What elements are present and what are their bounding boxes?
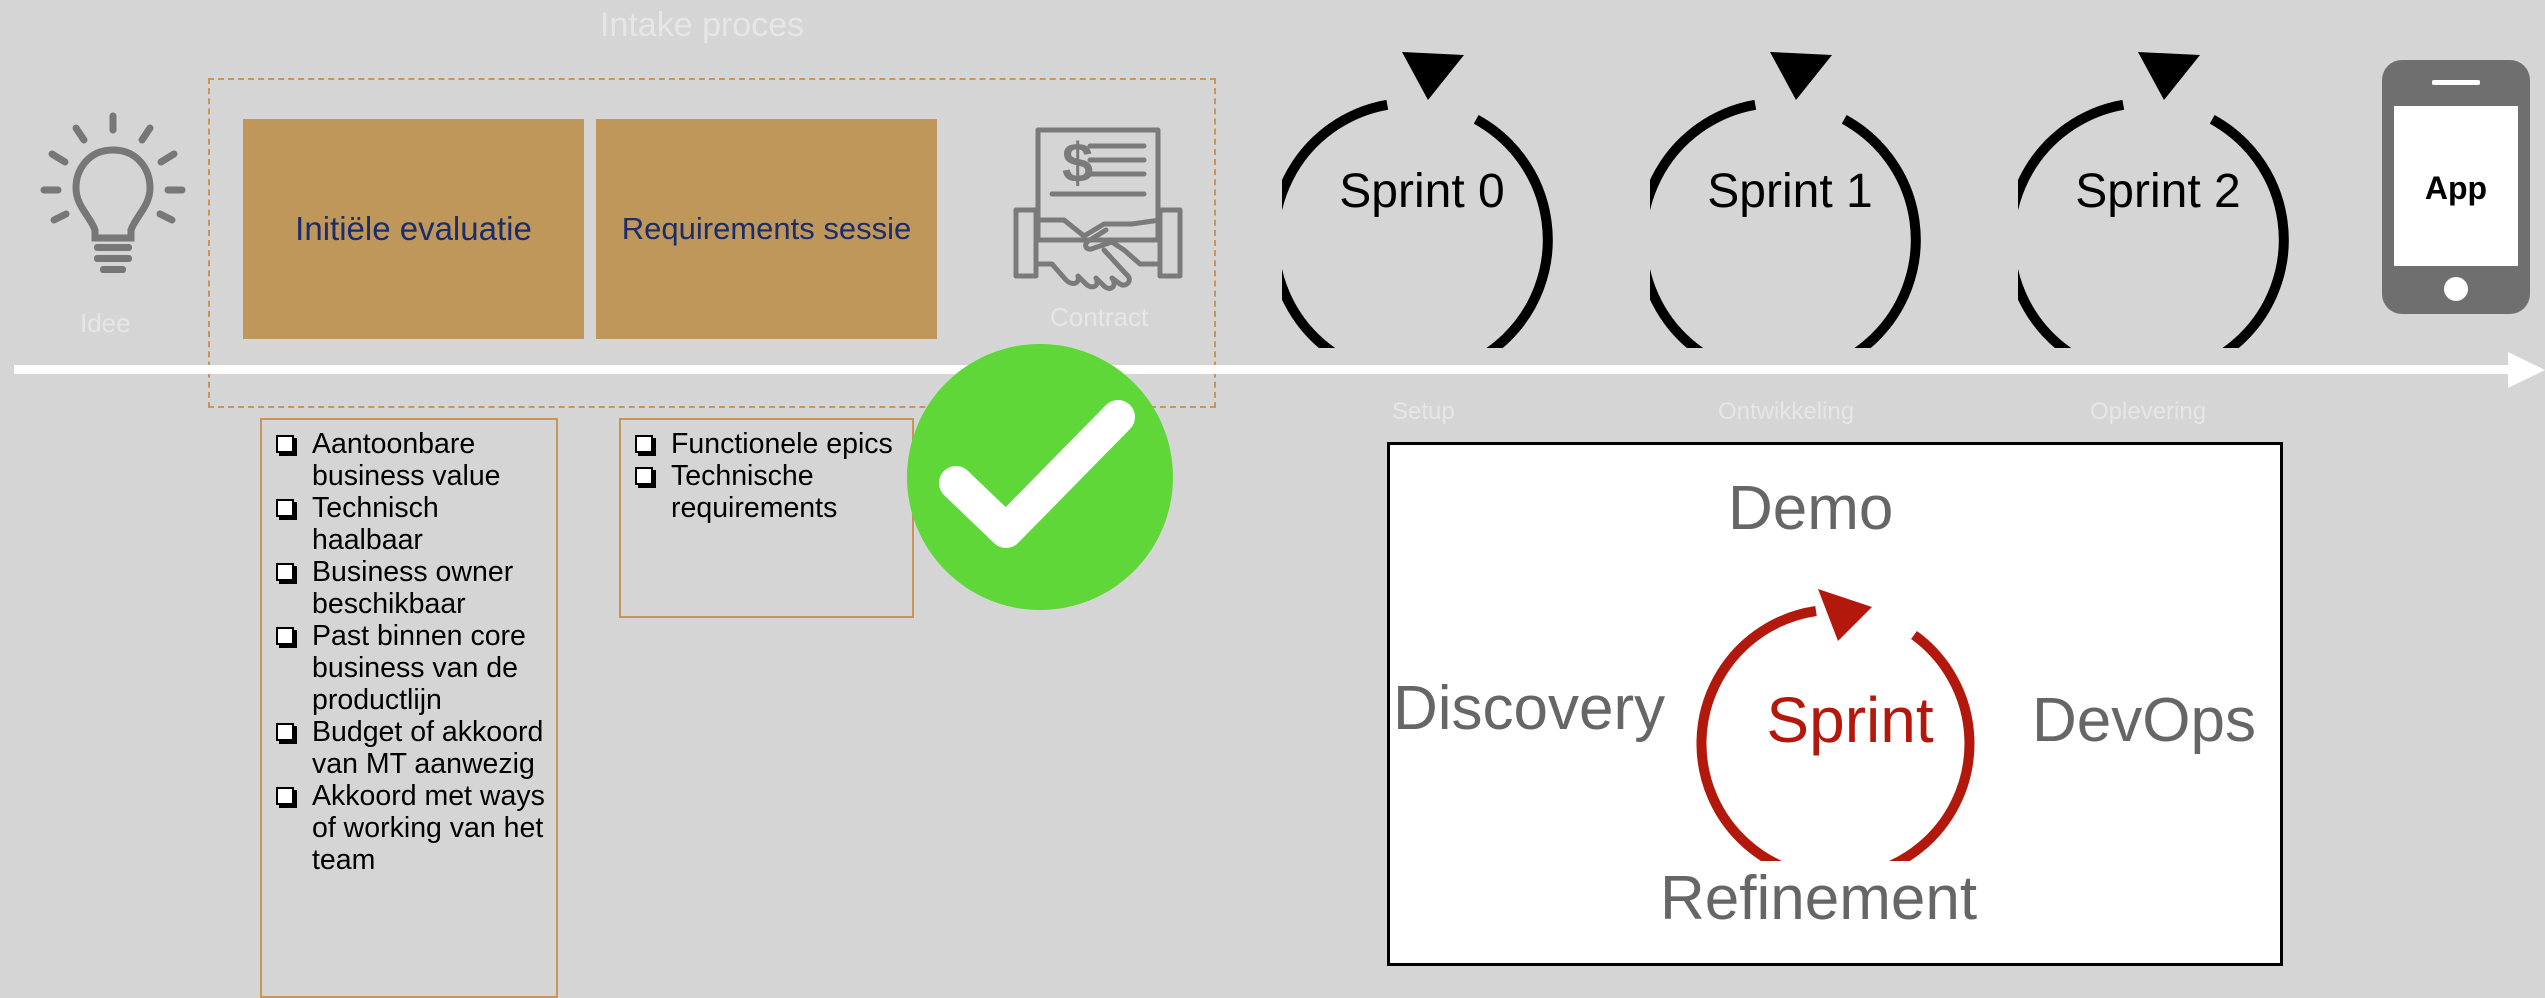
checklist-requirements-sessie: Functionele epics Technische requirement… bbox=[619, 418, 914, 618]
idea-label: Idee bbox=[80, 308, 131, 338]
list-item: Technische requirements bbox=[635, 460, 906, 524]
cycle-step-refinement: Refinement bbox=[1660, 864, 1978, 933]
intake-group-frame bbox=[208, 78, 1216, 408]
timeline-arrow bbox=[14, 352, 2545, 388]
app-label: App bbox=[2424, 170, 2488, 206]
list-item: Technisch haalbaar bbox=[276, 492, 550, 556]
sprint-0-label: Sprint 0 bbox=[1339, 165, 1505, 218]
sprint-2-label: Sprint 2 bbox=[2075, 165, 2241, 218]
checkbox-icon bbox=[635, 435, 653, 453]
lightbulb-icon bbox=[40, 112, 186, 273]
page-title: Intake proces bbox=[600, 6, 805, 44]
list-item: Aantoonbare business value bbox=[276, 428, 550, 492]
contract-label: Contract bbox=[1050, 302, 1149, 332]
cycle-step-discovery: Discovery bbox=[1393, 674, 1666, 743]
cycle-step-devops: DevOps bbox=[2032, 686, 2256, 755]
sprint-cycle-panel: Demo Discovery DevOps Refinement Sprint bbox=[1387, 442, 2283, 966]
checkbox-icon bbox=[276, 499, 294, 517]
checkbox-icon bbox=[276, 435, 294, 453]
list-item: Akkoord met ways of working van het team bbox=[276, 780, 550, 876]
list-item: Business owner beschikbaar bbox=[276, 556, 550, 620]
list-item: Budget of akkoord van MT aanwezig bbox=[276, 716, 550, 780]
sprint-cycle-icon bbox=[1282, 52, 1553, 348]
checkbox-icon bbox=[276, 627, 294, 645]
sprint-0-caption: Setup bbox=[1392, 398, 1455, 425]
checklist-initiele-evaluatie: Aantoonbare business value Technisch haa… bbox=[260, 418, 558, 998]
checkmark-icon bbox=[907, 344, 1173, 610]
cycle-center-label: Sprint bbox=[1766, 684, 1934, 756]
svg-text:$: $ bbox=[1062, 131, 1093, 194]
cycle-step-demo: Demo bbox=[1728, 474, 1894, 543]
sprint-cycle-red-icon bbox=[1696, 589, 1975, 861]
stage-requirements-sessie-label: Requirements sessie bbox=[621, 211, 912, 246]
checkbox-icon bbox=[276, 723, 294, 741]
list-item: Functionele epics bbox=[635, 428, 906, 460]
list-item: Past binnen core business van de product… bbox=[276, 620, 550, 716]
sprint-1-caption: Ontwikkeling bbox=[1718, 398, 1855, 425]
sprint-2-caption: Oplevering bbox=[2090, 398, 2207, 425]
contract-handshake-icon: $ bbox=[1013, 127, 1183, 291]
sprint-cycle-icon bbox=[2018, 52, 2289, 348]
stage-initiele-evaluatie: Initiële evaluatie bbox=[243, 119, 584, 339]
stage-initiele-evaluatie-label: Initiële evaluatie bbox=[295, 210, 532, 247]
checkbox-icon bbox=[635, 467, 653, 485]
sprint-cycle-icon bbox=[1650, 52, 1921, 348]
checkbox-icon bbox=[276, 563, 294, 581]
checkbox-icon bbox=[276, 787, 294, 805]
smartphone-icon bbox=[2382, 60, 2530, 314]
stage-requirements-sessie: Requirements sessie bbox=[596, 119, 937, 339]
sprint-1-label: Sprint 1 bbox=[1707, 165, 1873, 218]
